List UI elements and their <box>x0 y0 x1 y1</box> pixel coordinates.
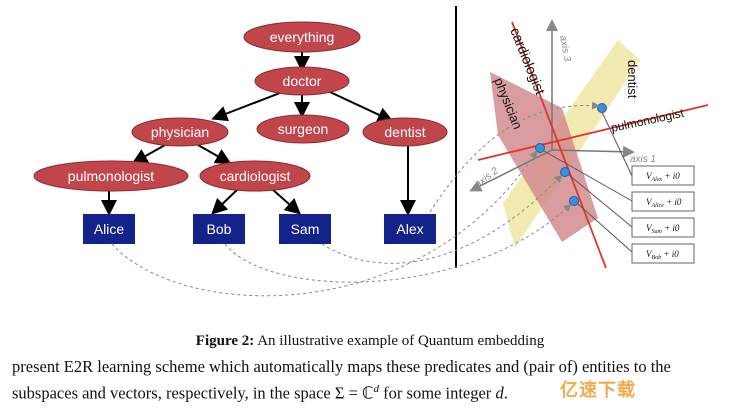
axis-1-line <box>551 145 635 158</box>
node-dentist: dentist <box>362 117 448 147</box>
vector-box-alex: VAlex + i0 <box>631 165 695 186</box>
node-cardiologist-label: cardiologist <box>220 168 291 184</box>
sam-vector-dot <box>560 167 570 177</box>
paragraph-line-2a: subspaces and vectors, respectively, in … <box>12 383 374 403</box>
vector-alex-suffix: + i0 <box>662 171 680 181</box>
vector-bob-sub: Bob <box>652 255 662 261</box>
entity-alex-label: Alex <box>396 221 423 237</box>
node-physician: physician <box>131 117 229 147</box>
watermark: 亿速下载 <box>560 380 636 401</box>
entity-sam-label: Sam <box>291 221 320 237</box>
paragraph-line-1: present E2R learning scheme which automa… <box>12 357 671 376</box>
body-paragraph: present E2R learning scheme which automa… <box>12 356 732 405</box>
entity-alice: Alice <box>83 214 135 244</box>
node-everything: everything <box>243 21 361 53</box>
alex-vector-dot <box>597 103 607 113</box>
vector-alice-sub: Alice <box>651 203 665 209</box>
pulmonologist-line <box>477 104 709 161</box>
entity-bob-label: Bob <box>207 221 232 237</box>
cardiologist-line <box>511 21 607 269</box>
dentist-plane-label: dentist <box>625 60 640 99</box>
quantum-embedding-figure: everything doctor physician surgeon dent… <box>33 6 709 297</box>
embedding-space: cardiologist physician dentist pulmonolo… <box>469 19 709 269</box>
node-doctor-label: doctor <box>283 73 322 89</box>
vector-box-alice: VAlice + i0 <box>631 191 695 212</box>
paragraph-line-2-var: d <box>495 383 504 403</box>
axis-1-label: axis 1 <box>630 154 656 165</box>
node-pulmonologist: pulmonologist <box>33 160 189 192</box>
node-surgeon-label: surgeon <box>278 121 329 137</box>
paragraph-line-2-sup: d <box>373 383 380 395</box>
node-physician-label: physician <box>151 124 209 140</box>
axis-3-label: axis 3 <box>557 35 572 63</box>
caption-label: Figure 2: <box>195 333 255 349</box>
figure-caption: Figure 2: An illustrative example of Qua… <box>0 333 740 350</box>
alice-vector-dot <box>535 143 545 153</box>
entity-sam: Sam <box>279 214 331 244</box>
vector-box-bob: VBob + i0 <box>631 243 695 264</box>
axis-2-line <box>469 149 553 192</box>
node-dentist-label: dentist <box>384 124 425 140</box>
vector-alex-sub: Alex <box>651 177 663 183</box>
node-doctor: doctor <box>254 66 350 96</box>
entity-alex: Alex <box>384 214 436 244</box>
entity-alice-label: Alice <box>94 221 125 237</box>
vector-bob-suffix: + i0 <box>661 249 679 259</box>
caption-text: An illustrative example of Quantum embed… <box>254 333 545 349</box>
vector-sam-sub: Sam <box>652 229 663 235</box>
paragraph-line-2b: for some integer <box>379 383 496 403</box>
vector-sam-suffix: + i0 <box>662 223 680 233</box>
vector-box-sam: VSam + i0 <box>631 217 695 238</box>
node-cardiologist: cardiologist <box>199 160 311 192</box>
node-everything-label: everything <box>270 29 335 45</box>
node-pulmonologist-label: pulmonologist <box>68 168 154 184</box>
mapping-alex <box>429 101 600 213</box>
paragraph-line-2: subspaces and vectors, respectively, in … <box>12 378 732 405</box>
node-surgeon: surgeon <box>256 114 350 144</box>
hierarchy-tree: everything doctor physician surgeon dent… <box>33 21 448 244</box>
bob-vector-dot <box>569 196 579 206</box>
mapping-sam <box>321 174 563 264</box>
vector-alice-suffix: + i0 <box>664 197 682 207</box>
entity-bob: Bob <box>193 214 245 244</box>
paragraph-line-2c: . <box>503 383 508 403</box>
mapping-curves <box>111 101 600 297</box>
mapping-alice <box>111 150 538 297</box>
pulmonologist-plane-label: pulmonologist <box>610 106 686 135</box>
